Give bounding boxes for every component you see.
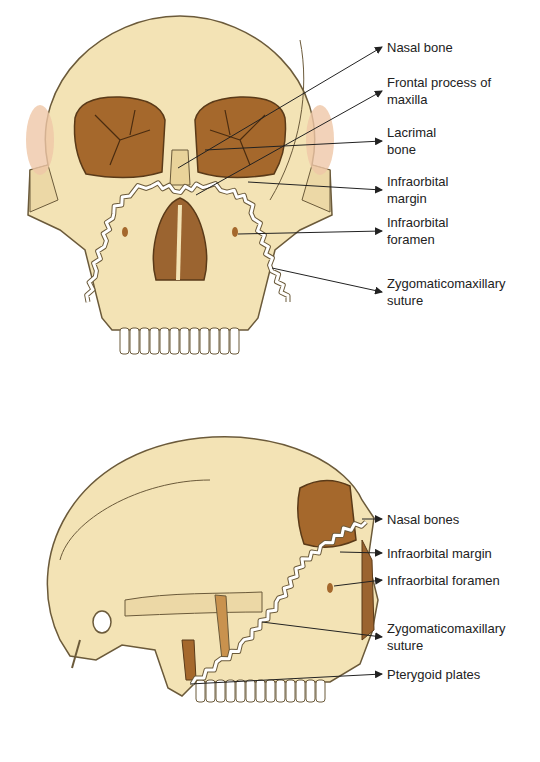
part-label: Zygomaticomaxillary suture bbox=[387, 275, 522, 309]
leader-line bbox=[205, 141, 382, 150]
tooth bbox=[266, 680, 275, 702]
leader-line bbox=[362, 519, 382, 520]
orbit bbox=[298, 480, 356, 547]
ear-canal bbox=[93, 611, 111, 633]
lateral-skull bbox=[47, 437, 378, 702]
leader-line bbox=[178, 47, 382, 168]
leader-line bbox=[334, 580, 382, 586]
part-label: Frontal process of maxilla bbox=[387, 74, 492, 108]
part-label: Pterygoid plates bbox=[387, 666, 536, 683]
part-label: Nasal bone bbox=[387, 39, 536, 56]
tooth bbox=[220, 328, 229, 354]
tooth bbox=[236, 680, 245, 702]
tooth bbox=[216, 680, 225, 702]
pterygoid-plate bbox=[182, 640, 196, 680]
leader-line bbox=[262, 622, 382, 637]
fracture-line-outline bbox=[87, 183, 288, 302]
leader-line bbox=[190, 674, 382, 684]
part-label: Infraorbital foramen bbox=[387, 572, 536, 589]
part-label: Nasal bones bbox=[387, 511, 536, 528]
tooth bbox=[140, 328, 149, 354]
leader-line bbox=[340, 552, 382, 553]
part-label: Lacrimal bone bbox=[387, 124, 457, 158]
fracture-line bbox=[192, 522, 366, 684]
infraorbital-foramen bbox=[232, 227, 238, 237]
orbit-fissure bbox=[95, 110, 150, 165]
coronoid-shadow bbox=[215, 595, 230, 660]
tooth bbox=[120, 328, 129, 354]
skull-outline bbox=[47, 437, 378, 696]
tooth bbox=[256, 680, 265, 702]
styloid bbox=[72, 640, 80, 668]
leader-line bbox=[238, 231, 382, 234]
tooth bbox=[160, 328, 169, 354]
teeth bbox=[196, 680, 325, 702]
frontal-skull bbox=[26, 16, 334, 354]
teeth bbox=[120, 328, 239, 354]
leader-line bbox=[196, 91, 382, 195]
part-label: Zygomaticomaxillary suture bbox=[387, 620, 522, 654]
orbit-fissure bbox=[210, 110, 265, 165]
tooth bbox=[286, 680, 295, 702]
tooth bbox=[170, 328, 179, 354]
tooth bbox=[190, 328, 199, 354]
tooth bbox=[130, 328, 139, 354]
tooth bbox=[230, 328, 239, 354]
infraorbital-foramen bbox=[122, 227, 128, 237]
tooth bbox=[296, 680, 305, 702]
tooth bbox=[210, 328, 219, 354]
tooth bbox=[306, 680, 315, 702]
part-label: Infraorbital margin bbox=[387, 173, 472, 207]
leader-line bbox=[272, 268, 382, 292]
tooth bbox=[150, 328, 159, 354]
tooth bbox=[246, 680, 255, 702]
temporal-line bbox=[60, 480, 210, 560]
leader-line bbox=[248, 182, 382, 190]
orbit bbox=[195, 97, 286, 178]
fracture-line-outline bbox=[192, 522, 366, 684]
part-label: Infraorbital margin bbox=[387, 545, 536, 562]
nasal-bone bbox=[170, 150, 190, 185]
tooth bbox=[316, 680, 325, 702]
temporal-shading bbox=[306, 105, 334, 175]
infraorbital-foramen bbox=[327, 583, 333, 593]
nasal-septum bbox=[178, 205, 180, 280]
tooth bbox=[200, 328, 209, 354]
fracture-line bbox=[87, 183, 288, 302]
zygomatic-arch bbox=[125, 592, 262, 616]
leader-lines bbox=[178, 47, 382, 684]
skull-outline bbox=[28, 16, 332, 330]
tooth bbox=[276, 680, 285, 702]
part-label: Infraorbital foramen bbox=[387, 214, 472, 248]
tooth bbox=[180, 328, 189, 354]
orbit bbox=[74, 97, 165, 178]
tooth bbox=[226, 680, 235, 702]
nasal-aperture bbox=[362, 540, 374, 640]
temporal-shading bbox=[26, 105, 54, 175]
nasal-aperture bbox=[153, 198, 206, 280]
